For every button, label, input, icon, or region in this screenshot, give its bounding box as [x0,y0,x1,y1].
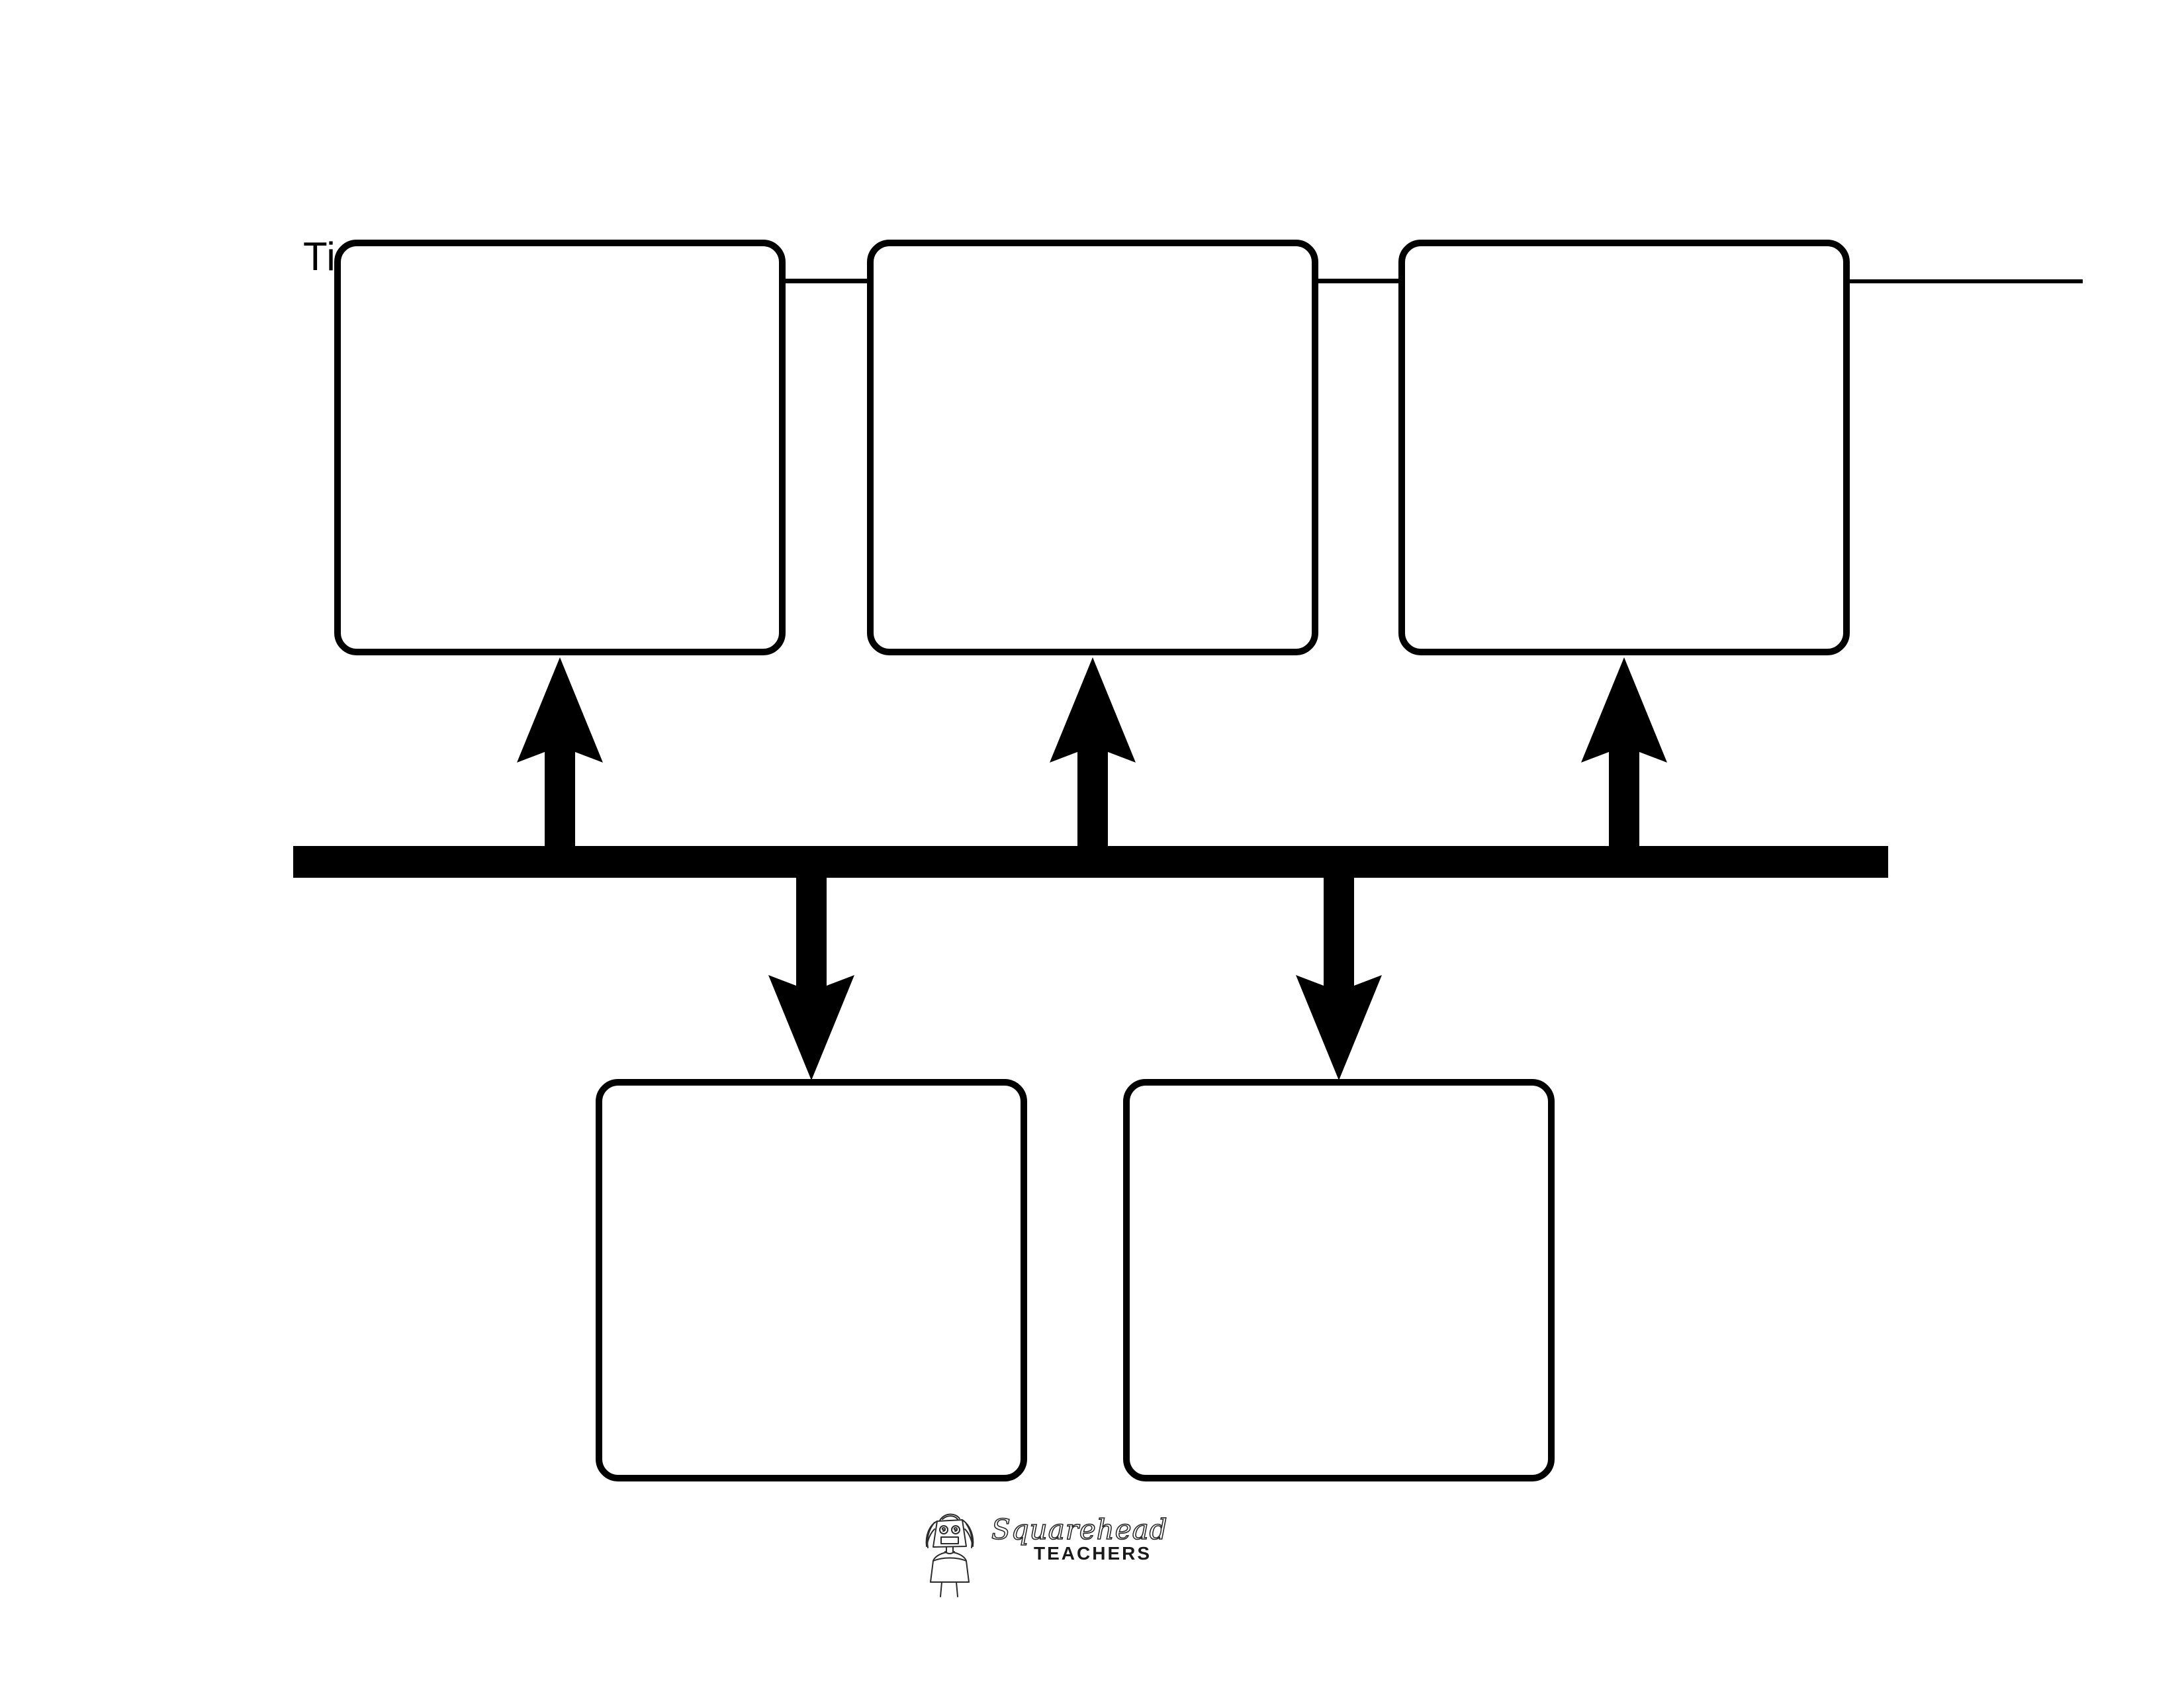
event-box-bottom-2[interactable] [1123,1079,1555,1481]
squarehead-girl-icon [925,1513,974,1597]
event-box-top-3[interactable] [1398,240,1850,655]
event-box-top-1[interactable] [334,240,786,655]
event-box-bottom-1[interactable] [596,1079,1027,1481]
logo-brand-top: Squarehead [991,1513,1168,1546]
timeline-spine [293,846,1888,878]
event-box-top-2[interactable] [867,240,1318,655]
arrow-up-1 [517,657,603,854]
arrow-down-1 [768,871,854,1080]
worksheet-header: Timeline About: Name [0,116,2184,283]
logo-brand-bottom: TEACHERS [1034,1543,1152,1564]
name-blank[interactable] [1760,279,2083,283]
squarehead-teachers-logo: Squarehead TEACHERS [925,1513,1168,1597]
arrow-up-2 [1050,657,1136,854]
arrow-up-3 [1581,657,1667,854]
arrow-down-2 [1296,871,1382,1080]
